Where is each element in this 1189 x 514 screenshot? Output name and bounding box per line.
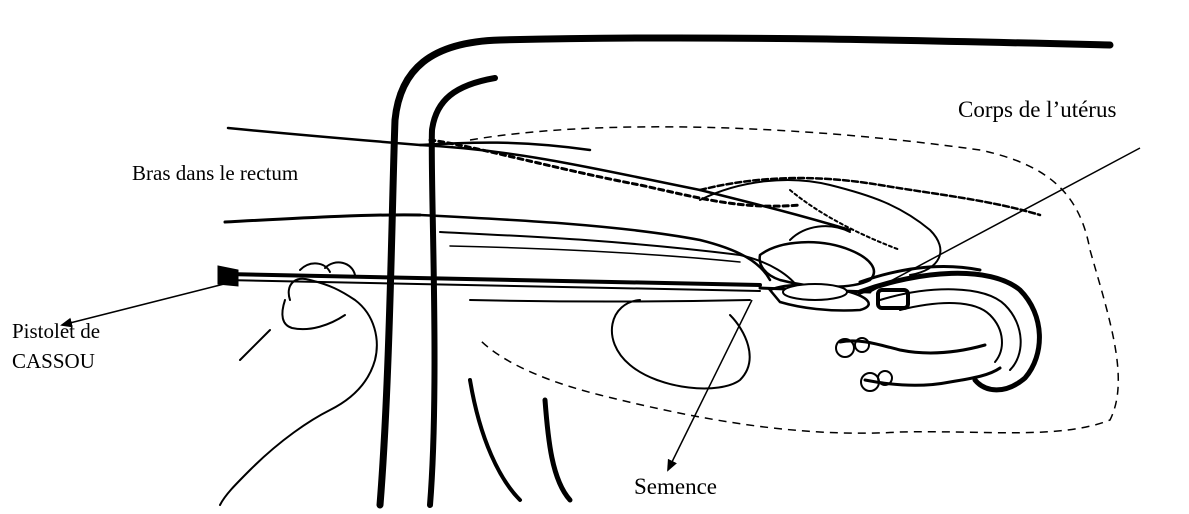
line-corps [870, 148, 1140, 292]
cassou-gun [218, 266, 870, 292]
semen-deposit [783, 284, 847, 300]
label-arm-in-rectum: Bras dans le rectum [132, 160, 298, 186]
label-uterus-body: Corps de l’utérus [958, 97, 1116, 123]
label-cassou-gun-line2: CASSOU [12, 346, 152, 376]
operator-hand [220, 262, 377, 505]
label-leader-lines [62, 148, 1140, 470]
label-semen: Semence [634, 474, 717, 500]
arm-in-rectum [420, 140, 1040, 287]
label-cassou-gun-line1: Pistolet de [12, 316, 152, 346]
label-cassou-gun: Pistolet de CASSOU [12, 316, 152, 376]
arrow-semence [668, 300, 752, 470]
